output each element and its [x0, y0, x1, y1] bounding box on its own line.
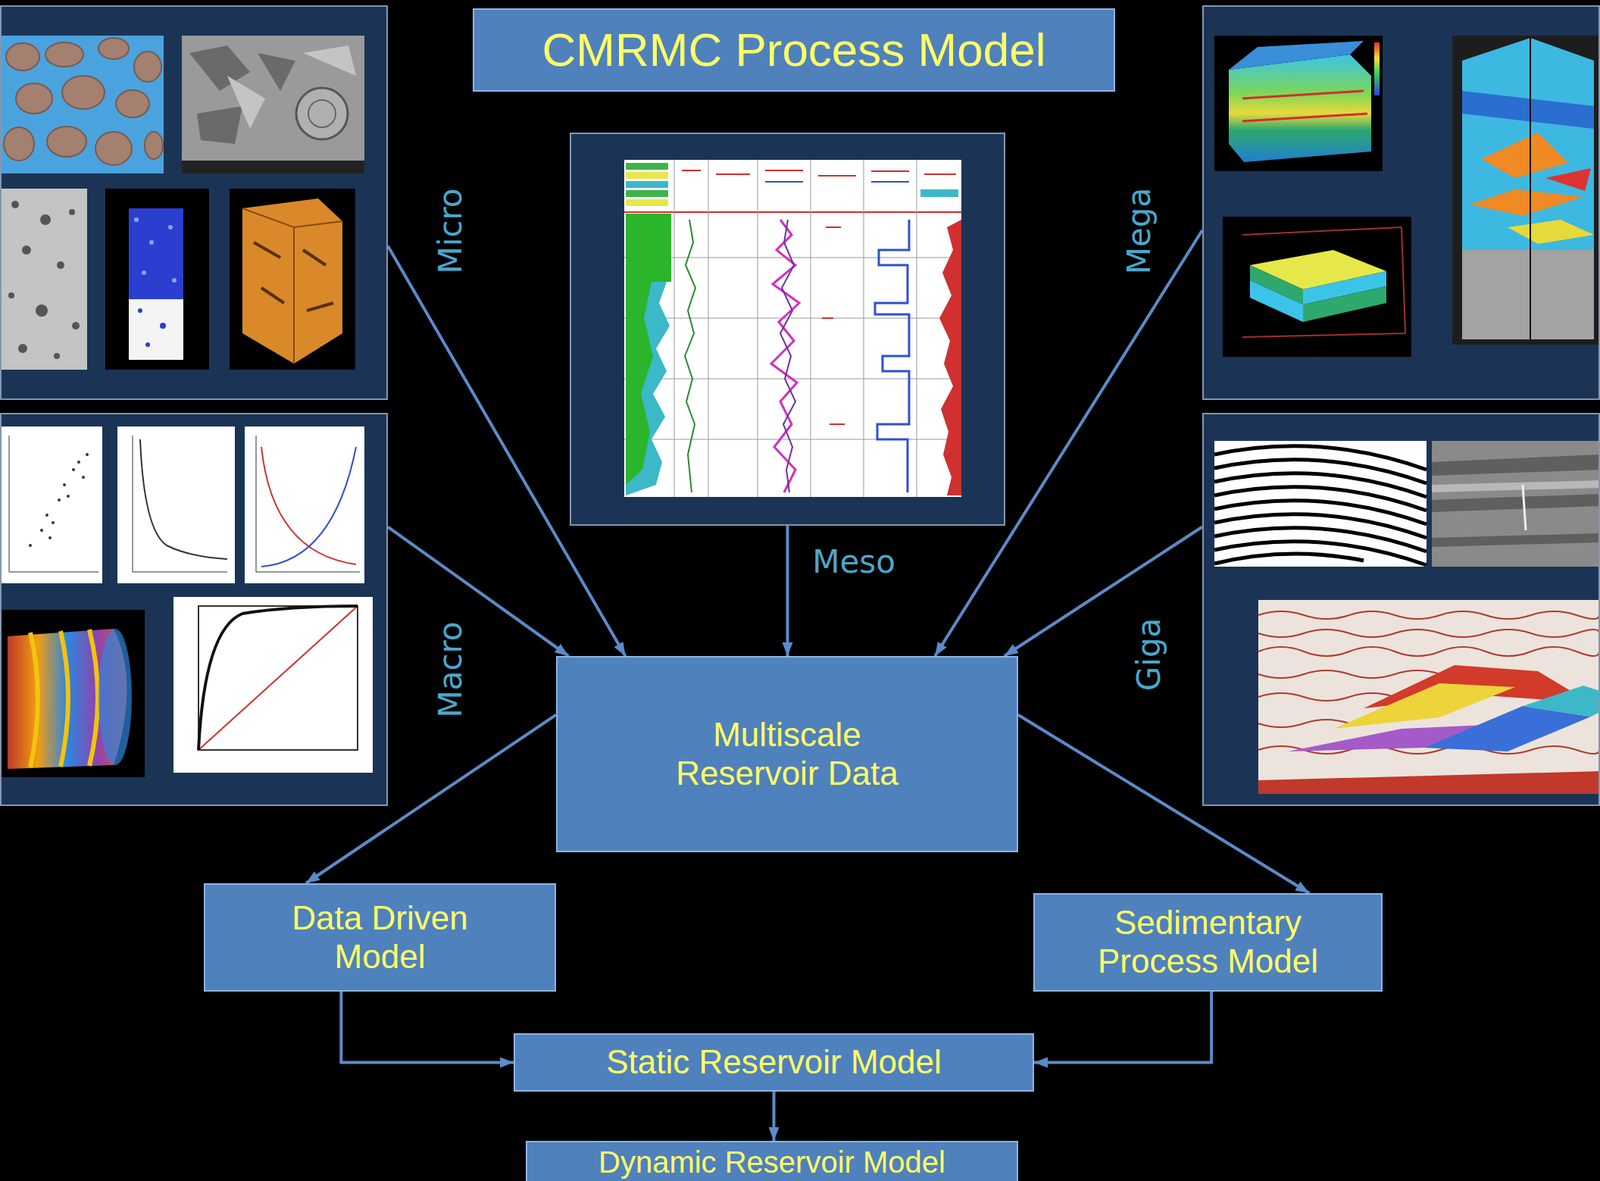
connector-arrow	[786, 525, 790, 657]
scatter-plot	[0, 426, 103, 584]
process-box: Dynamic Reservoir Model	[525, 1140, 1019, 1181]
geologic-cross-section	[1258, 600, 1600, 794]
seismic-section	[1214, 440, 1427, 567]
connector-arrow	[772, 1091, 776, 1141]
scale-label: Micro	[433, 187, 469, 274]
connector-arrow	[340, 991, 514, 1063]
scale-panel: Giga	[1202, 412, 1600, 807]
connector-arrow	[1004, 527, 1203, 657]
connector-arrow	[387, 527, 569, 657]
thin-section-image	[0, 35, 164, 174]
connector-arrow	[1034, 991, 1212, 1063]
process-box: Multiscale Reservoir Data	[556, 656, 1019, 853]
well-log-image	[624, 159, 962, 497]
connector-arrow	[387, 246, 626, 657]
lorenz-plot	[173, 596, 373, 773]
box-text: Dynamic Reservoir Model	[598, 1144, 946, 1180]
process-box: Data Driven Model	[203, 883, 557, 992]
well-section-image	[1452, 35, 1600, 345]
title-text: CMRMC Process Model	[542, 22, 1047, 77]
seismic-cube	[1214, 35, 1383, 172]
box-text: Static Reservoir Model	[606, 1043, 942, 1082]
box-text: Sedimentary Process Model	[1083, 903, 1334, 981]
connector-arrow	[306, 715, 557, 884]
scale-label: Meso	[812, 544, 896, 580]
scale-label: Giga	[1131, 618, 1167, 692]
layered-slab	[1222, 216, 1412, 357]
scale-panel: Macro	[0, 412, 388, 807]
rock-cube	[229, 188, 356, 370]
core-cylinder	[0, 609, 145, 778]
box-text: Multiscale Reservoir Data	[650, 715, 924, 793]
ct-scan-image	[0, 188, 88, 370]
sem-image	[181, 35, 365, 174]
box-text: Data Driven Model	[266, 899, 494, 976]
process-box: Static Reservoir Model	[513, 1033, 1035, 1092]
scale-panel: Meso	[569, 132, 1006, 526]
scale-label: Macro	[433, 621, 469, 718]
scale-panel: Mega	[1202, 5, 1600, 400]
process-box: Sedimentary Process Model	[1033, 893, 1383, 992]
connector-arrow	[1018, 715, 1310, 894]
decay-curve-plot	[117, 426, 235, 584]
scale-label: Mega	[1121, 187, 1157, 275]
crossing-curves-plot	[244, 426, 365, 584]
title-box: CMRMC Process Model	[472, 8, 1116, 92]
outcrop-photo	[1431, 440, 1600, 567]
scale-panel: Micro	[0, 5, 388, 400]
connector-arrow	[934, 230, 1203, 657]
pore-network-cube	[105, 188, 210, 370]
